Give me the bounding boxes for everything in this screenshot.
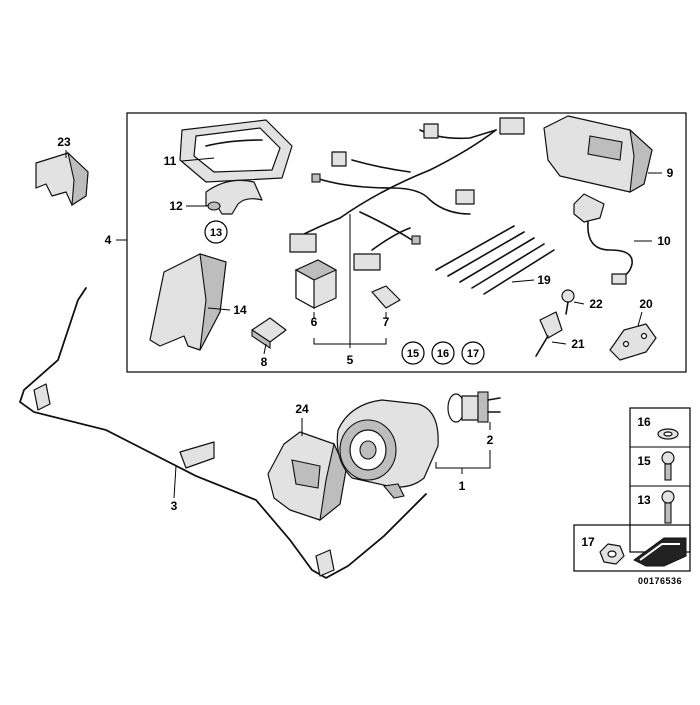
screw-13 bbox=[661, 490, 675, 504]
part-11-bezel bbox=[179, 119, 293, 183]
leader-14 bbox=[207, 307, 231, 311]
callout-5: 5 bbox=[347, 353, 354, 367]
legend-label-15: 15 bbox=[637, 454, 651, 468]
callout-22: 22 bbox=[589, 297, 603, 311]
connector-e bbox=[289, 233, 317, 253]
callout-20: 20 bbox=[639, 297, 653, 311]
part-9-cover bbox=[543, 115, 653, 194]
circle-16 bbox=[431, 341, 455, 365]
leader-8 bbox=[263, 343, 267, 355]
callout-10: 10 bbox=[657, 234, 671, 248]
part-7-fuse bbox=[371, 285, 401, 309]
legend-frame bbox=[629, 407, 691, 553]
part-21-bolt bbox=[535, 311, 563, 357]
circle-15 bbox=[401, 341, 425, 365]
callout-11: 11 bbox=[164, 154, 177, 168]
circled-callout-15: 15 bbox=[407, 348, 419, 360]
callout-21: 21 bbox=[571, 337, 585, 351]
connector-f bbox=[353, 253, 381, 271]
callout-4: 4 bbox=[105, 233, 112, 247]
circle-13 bbox=[204, 220, 228, 244]
callout-23: 23 bbox=[57, 135, 71, 149]
callout-3: 3 bbox=[171, 499, 178, 513]
reference-number: 00176536 bbox=[638, 576, 682, 586]
circled-callout-17: 17 bbox=[467, 348, 479, 360]
legend-label-13: 13 bbox=[637, 493, 651, 507]
part-3-frame-tube bbox=[19, 287, 427, 579]
bracket-1 bbox=[435, 450, 491, 469]
connector-a bbox=[499, 117, 525, 135]
circle-17 bbox=[461, 341, 485, 365]
legend-label-16: 16 bbox=[637, 415, 651, 429]
callout-6: 6 bbox=[311, 315, 318, 329]
callout-9: 9 bbox=[667, 166, 674, 180]
callout-24: 24 bbox=[295, 402, 309, 416]
part-22-screw bbox=[561, 289, 575, 315]
part-14-housing bbox=[149, 253, 227, 351]
part-5-wiring-harness bbox=[289, 117, 525, 271]
kit-frame bbox=[126, 112, 687, 373]
connector-g bbox=[611, 273, 627, 285]
callout-7: 7 bbox=[383, 315, 390, 329]
leader-22 bbox=[573, 301, 585, 305]
terminal-a bbox=[311, 173, 321, 183]
leader-11 bbox=[181, 157, 215, 162]
connector-b bbox=[423, 123, 439, 139]
callout-8: 8 bbox=[261, 355, 268, 369]
part-10-switch-cable bbox=[573, 193, 633, 285]
leader-20 bbox=[637, 311, 643, 327]
callout-1: 1 bbox=[459, 479, 466, 493]
legend-label-17: 17 bbox=[581, 535, 595, 549]
circled-callout-13: 13 bbox=[210, 227, 222, 239]
legend-nut-block: 17 bbox=[573, 524, 691, 572]
part-2-bulb bbox=[447, 391, 501, 423]
part-23-cover-cap bbox=[35, 151, 89, 207]
part-24-mount-bracket bbox=[267, 431, 347, 522]
callout-2: 2 bbox=[487, 433, 494, 447]
callout-14: 14 bbox=[233, 303, 247, 317]
part-12-clamp bbox=[205, 179, 263, 215]
part-8-switch bbox=[251, 317, 287, 350]
terminal-b bbox=[411, 235, 421, 245]
callout-12: 12 bbox=[169, 199, 183, 213]
callout-19: 19 bbox=[537, 273, 551, 287]
connector-c bbox=[331, 151, 347, 167]
leader-19 bbox=[511, 279, 535, 283]
screw-15 bbox=[661, 451, 675, 465]
part-6-relay bbox=[294, 259, 338, 310]
leader-21 bbox=[551, 341, 567, 345]
connector-d bbox=[455, 189, 475, 205]
circled-callout-16: 16 bbox=[437, 348, 449, 360]
part-19-cable-ties bbox=[435, 225, 555, 295]
leader-3 bbox=[173, 465, 177, 499]
legend-nut-frame bbox=[573, 524, 691, 572]
part-1-fog-lamp bbox=[336, 399, 439, 499]
part-20-bracket-plate bbox=[609, 323, 657, 361]
fastener-legend: 16 15 13 bbox=[629, 407, 691, 553]
